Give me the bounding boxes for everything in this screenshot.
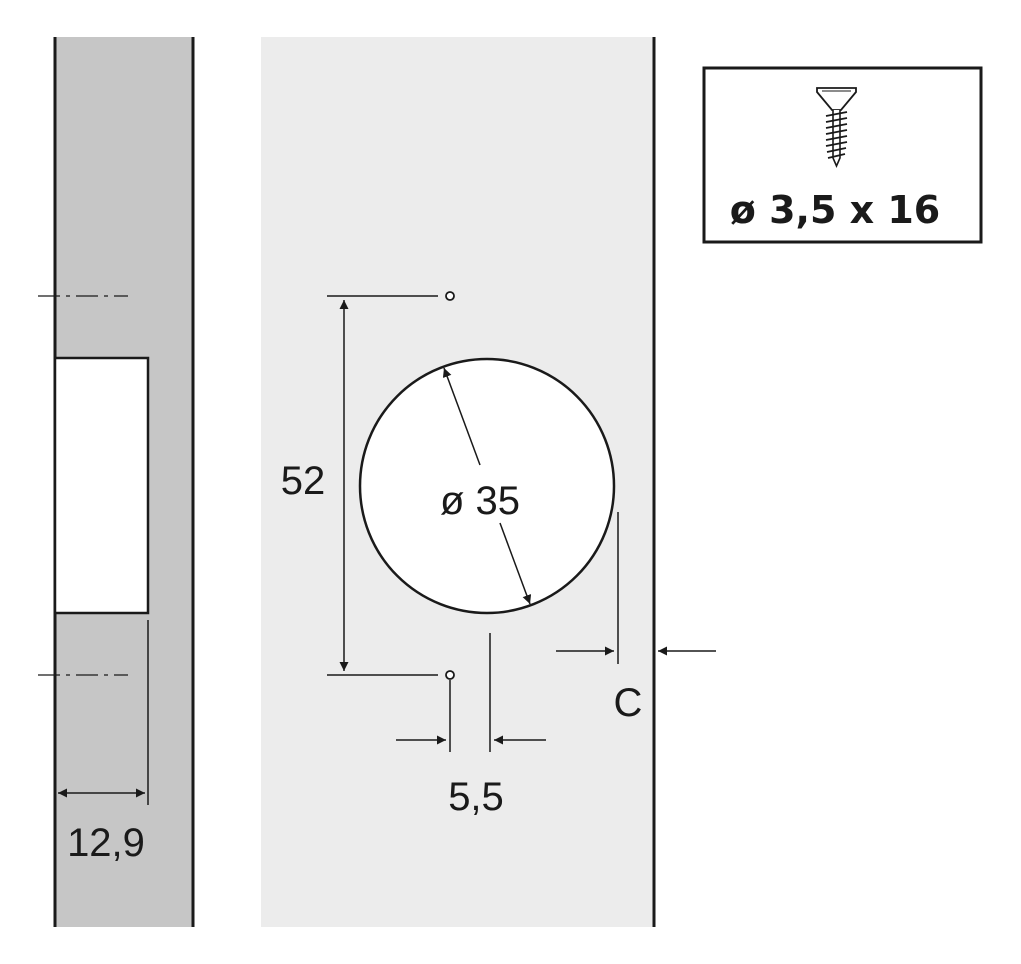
door-panel: 52 ø 35 5,5 C xyxy=(261,37,716,927)
screw-hole-top xyxy=(445,291,455,301)
countersunk-screw-icon xyxy=(816,87,857,168)
distance-c-label: C xyxy=(614,681,643,725)
cup-diameter-arrow-lower xyxy=(499,522,532,605)
side-panel: 12,9 xyxy=(38,37,195,927)
screw-spec-label: ø 3,5 x 16 xyxy=(730,188,941,232)
offset-label: 5,5 xyxy=(448,775,504,819)
cup-hole xyxy=(358,357,616,615)
cup-diameter-arrow-upper xyxy=(442,367,481,466)
screw-spec-box: ø 3,5 x 16 xyxy=(702,66,983,244)
cup-diameter-label: ø 35 xyxy=(440,479,520,523)
edge-dist-label: 12,9 xyxy=(67,821,145,865)
screw-hole-bottom xyxy=(445,670,455,680)
cup-pocket-section xyxy=(53,356,150,615)
hole-spacing-label: 52 xyxy=(281,459,326,503)
